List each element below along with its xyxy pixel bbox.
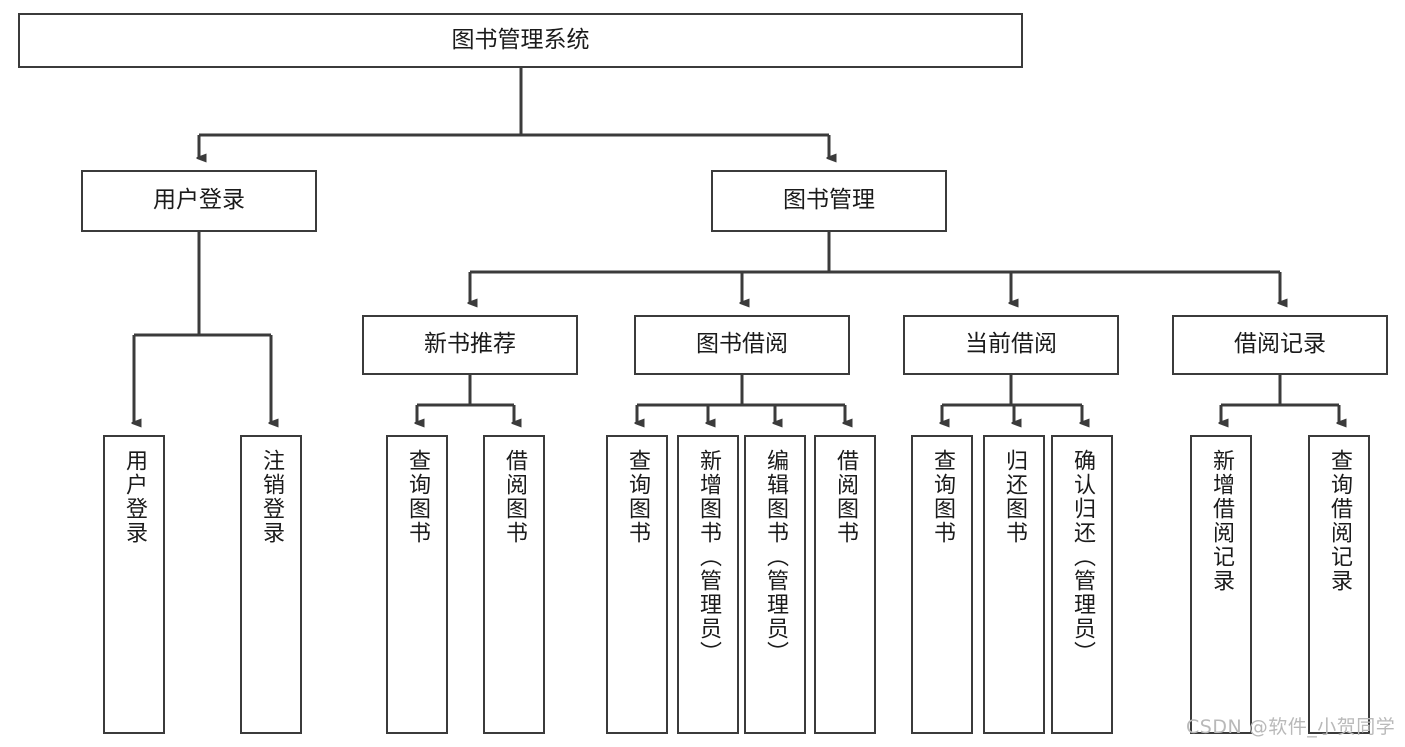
node-leaf-add-book[interactable]: 新增图书（管理员） bbox=[677, 435, 739, 734]
node-book-manage[interactable]: 图书管理 bbox=[711, 170, 947, 232]
node-leaf-query-record-label: 查询借阅记录 bbox=[1327, 449, 1352, 593]
node-leaf-user-login[interactable]: 用户登录 bbox=[103, 435, 165, 734]
node-leaf-query-book-3-label: 查询图书 bbox=[930, 449, 955, 545]
node-leaf-add-record-label: 新增借阅记录 bbox=[1209, 449, 1234, 593]
node-borrow-record-label: 借阅记录 bbox=[1234, 331, 1326, 358]
node-leaf-borrow-book-2-label: 借阅图书 bbox=[833, 449, 858, 545]
node-leaf-query-book-1-label: 查询图书 bbox=[405, 449, 430, 545]
node-leaf-query-book-3[interactable]: 查询图书 bbox=[911, 435, 973, 734]
node-current-borrow-label: 当前借阅 bbox=[965, 331, 1057, 358]
node-user-login[interactable]: 用户登录 bbox=[81, 170, 317, 232]
node-leaf-query-record[interactable]: 查询借阅记录 bbox=[1308, 435, 1370, 734]
node-leaf-confirm-return[interactable]: 确认归还（管理员） bbox=[1051, 435, 1113, 734]
node-leaf-query-book-1[interactable]: 查询图书 bbox=[386, 435, 448, 734]
node-new-book-rec-label: 新书推荐 bbox=[424, 331, 516, 358]
node-leaf-borrow-book-1[interactable]: 借阅图书 bbox=[483, 435, 545, 734]
node-book-borrow[interactable]: 图书借阅 bbox=[634, 315, 850, 375]
node-leaf-borrow-book-2[interactable]: 借阅图书 bbox=[814, 435, 876, 734]
node-root[interactable]: 图书管理系统 bbox=[18, 13, 1023, 68]
node-leaf-return-book[interactable]: 归还图书 bbox=[983, 435, 1045, 734]
node-leaf-logout-label: 注销登录 bbox=[259, 449, 284, 545]
node-leaf-return-book-label: 归还图书 bbox=[1002, 449, 1027, 545]
node-leaf-user-login-label: 用户登录 bbox=[122, 449, 147, 545]
node-leaf-edit-book-label: 编辑图书（管理员） bbox=[763, 449, 788, 665]
node-leaf-edit-book[interactable]: 编辑图书（管理员） bbox=[744, 435, 806, 734]
node-leaf-query-book-2-label: 查询图书 bbox=[625, 449, 650, 545]
node-leaf-logout[interactable]: 注销登录 bbox=[240, 435, 302, 734]
node-leaf-borrow-book-1-label: 借阅图书 bbox=[502, 449, 527, 545]
node-user-login-label: 用户登录 bbox=[153, 187, 245, 214]
node-root-label: 图书管理系统 bbox=[451, 26, 590, 53]
csdn-watermark: CSDN @软件_小贺同学 bbox=[1186, 716, 1396, 738]
node-leaf-query-book-2[interactable]: 查询图书 bbox=[606, 435, 668, 734]
node-new-book-rec[interactable]: 新书推荐 bbox=[362, 315, 578, 375]
node-leaf-add-record[interactable]: 新增借阅记录 bbox=[1190, 435, 1252, 734]
node-book-borrow-label: 图书借阅 bbox=[696, 331, 788, 358]
node-leaf-confirm-return-label: 确认归还（管理员） bbox=[1070, 449, 1095, 665]
node-borrow-record[interactable]: 借阅记录 bbox=[1172, 315, 1388, 375]
node-current-borrow[interactable]: 当前借阅 bbox=[903, 315, 1119, 375]
node-leaf-add-book-label: 新增图书（管理员） bbox=[696, 449, 721, 665]
node-book-manage-label: 图书管理 bbox=[783, 187, 875, 214]
